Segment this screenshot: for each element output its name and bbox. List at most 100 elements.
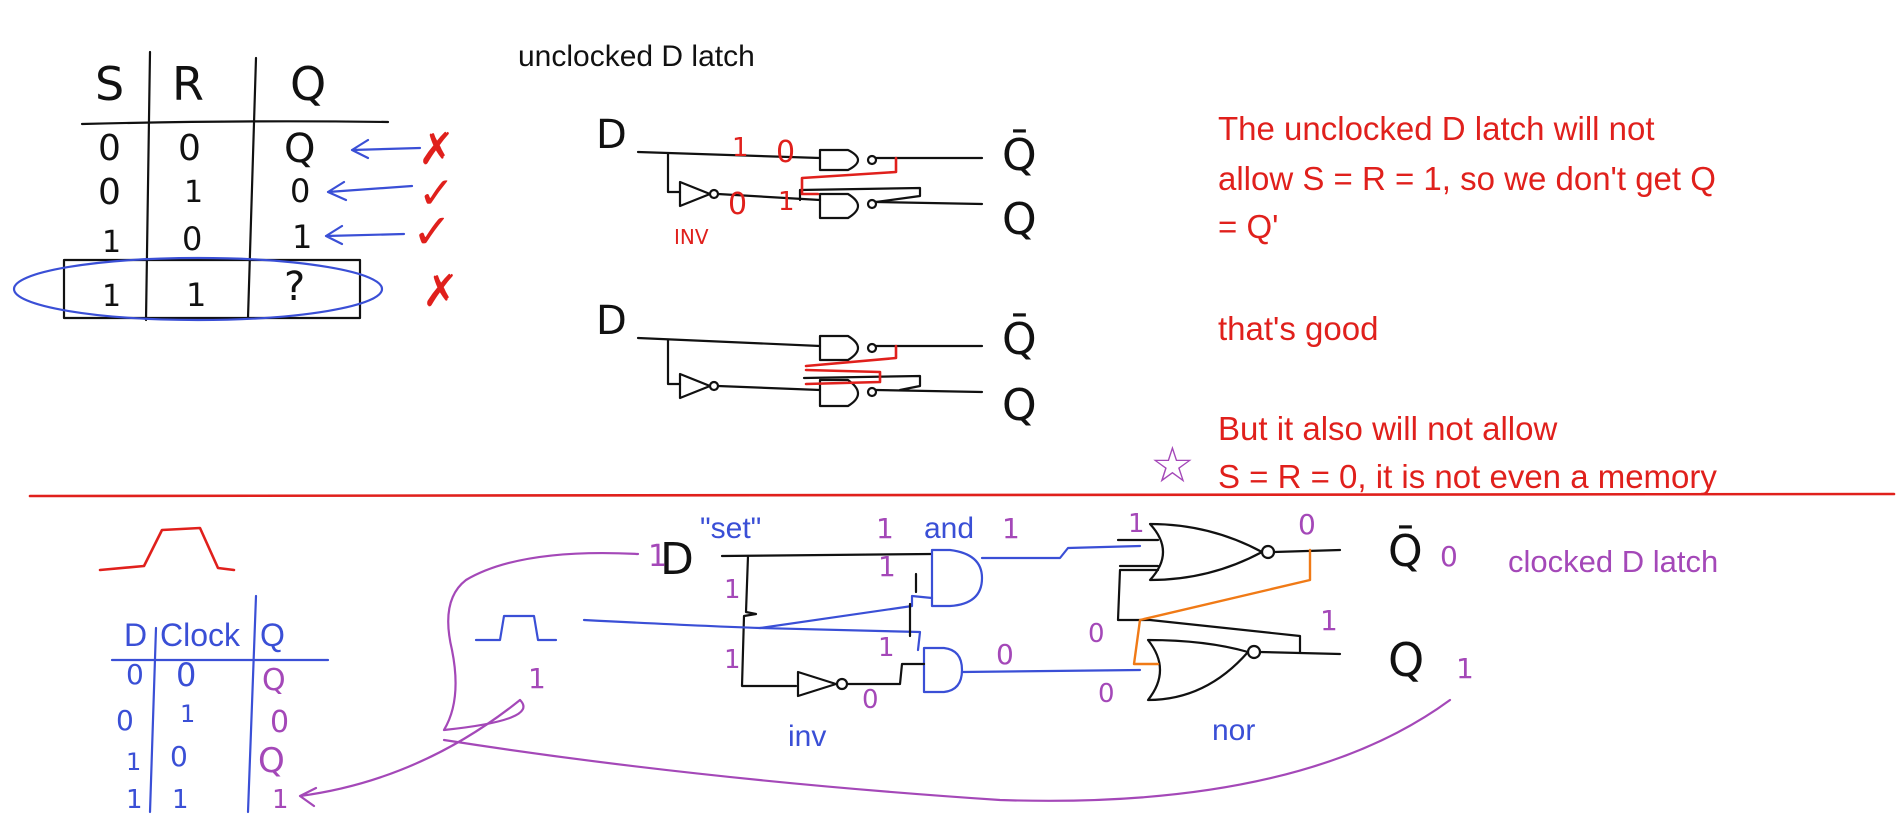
clock-row2-d: 0: [116, 704, 134, 737]
val-and-bot-out: 0: [996, 638, 1014, 671]
feedback-wire-black: [1116, 568, 1302, 654]
clocked-d-latch: clocked D latch "set" and inv nor D: [298, 508, 1718, 808]
note-para1-line3: = Q': [1218, 208, 1278, 245]
sr-row4-r: 1: [186, 276, 206, 314]
unclocked2-inverter: [678, 372, 712, 400]
section-divider: [28, 492, 1896, 498]
mark-row3: ✓: [412, 204, 452, 260]
sr-truth-table: S R Q 0 0 Q 0 1 0 1 0 1 1 1 ? ✗ ✓ ✓ ✗: [12, 50, 459, 322]
unclocked1-inv-wire: [716, 192, 822, 202]
unclocked1-feedback-red: [800, 156, 898, 196]
mark-row2: ✓: [418, 168, 455, 219]
unclocked2-d-branch: [666, 338, 682, 386]
sr-row3-q: 1: [292, 218, 312, 256]
sr-row2-q: 0: [290, 172, 310, 210]
clock-row1-d: 0: [126, 658, 144, 691]
annotation-loop-bottom: [442, 698, 1452, 802]
unclocked2-nand-top: [818, 334, 860, 362]
and-bottom-output-wire: [960, 668, 1142, 674]
clock-row3-clock: 0: [170, 740, 188, 773]
unclocked-title: unclocked D latch: [518, 40, 755, 73]
val-set-low: 1: [724, 645, 741, 675]
unclocked-circuit-2: D Q̄ Q: [596, 298, 1037, 431]
unclocked1-inverter-bubble: [708, 188, 720, 200]
clock-header-d: D: [124, 617, 147, 653]
unclocked1-nand-top-bubble: [866, 154, 878, 166]
note-para3-line2: S = R = 0, it is not even a memory: [1218, 458, 1717, 495]
sr-row4-q: ?: [284, 264, 305, 310]
annotation-loop-top: [442, 551, 640, 732]
inv-label: inv: [788, 720, 826, 753]
arrow-row1: [350, 138, 422, 160]
note-para1-line2: allow S = R = 1, so we don't get Q: [1218, 160, 1716, 197]
clock-row1-q: Q: [262, 663, 286, 698]
clock-wire: [582, 618, 922, 652]
clock-column-divider-2: [246, 594, 258, 814]
unclocked1-qbar-label: Q̄: [1002, 128, 1037, 181]
clock-row3-d: 1: [126, 748, 141, 776]
unclocked1-val-2: 0: [776, 135, 795, 170]
nor-top-inputs: [1116, 538, 1160, 568]
feedback-wire-orange: [1132, 548, 1312, 666]
sr-header-s: S: [95, 57, 124, 111]
and-gate-top: [930, 548, 984, 608]
sr-row1-s: 0: [98, 128, 121, 169]
unclocked2-q-label: Q: [1002, 380, 1037, 431]
unclocked-circuit-1: D Q̄ Q 1 0 0 1 INV: [596, 112, 1037, 249]
clock-truth-table: D Clock Q 0 0 Q 0 1 0 1 0 Q 1 1 1: [110, 594, 330, 815]
clocked-d-wire: [720, 552, 934, 558]
unclocked-d-latch: unclocked D latch D Q̄ Q 1 0 0 1 INV: [518, 40, 1037, 431]
val-and-bot-in: 1: [878, 633, 895, 663]
val-nor-bot-in-a: 0: [1088, 619, 1105, 649]
arrow-row3: [324, 224, 406, 246]
clock-header-clock: Clock: [160, 617, 241, 653]
unclocked2-nand-bottom-bubble: [866, 386, 878, 398]
clocked-d-branch: [740, 554, 798, 688]
nor-label: nor: [1212, 714, 1255, 747]
sr-header-q: Q: [290, 57, 326, 111]
val-clock-low: 1: [528, 662, 546, 695]
nor-gate-bottom: [1146, 638, 1250, 702]
unclocked2-d-wire: [636, 336, 822, 348]
clock-header-q: Q: [260, 617, 285, 653]
clocked-inverter-bubble: [835, 677, 849, 691]
clock-wire-to-and-top: [758, 594, 934, 630]
clock-row2-q: 0: [270, 705, 289, 740]
val-nor-top-out: 0: [1298, 508, 1316, 541]
and-input-stubs: [908, 572, 918, 638]
clocked-d-label: D: [660, 534, 694, 585]
clock-row3-q: Q: [258, 741, 285, 781]
val-q: 1: [1456, 652, 1474, 685]
unclocked1-val-3: 0: [728, 187, 747, 222]
val-qbar: 0: [1440, 540, 1458, 573]
sr-row1-q: Q: [284, 126, 315, 172]
unclocked1-val-4: 1: [778, 187, 795, 217]
unclocked2-inverter-bubble: [708, 380, 720, 392]
val-nor-bot-in-b: 0: [1098, 679, 1115, 709]
mark-row4: ✗: [422, 266, 459, 317]
unclocked1-q-wire: [874, 200, 984, 206]
notes: The unclocked D latch will not allow S =…: [1150, 110, 1717, 495]
forbidden-state-circle: [12, 256, 384, 322]
clocked-inverter: [796, 670, 838, 698]
sr-row1-r: 0: [178, 128, 201, 169]
sr-row2-s: 0: [98, 172, 121, 213]
val-and-top-in2: 1: [878, 550, 896, 583]
and-top-output-wire: [980, 544, 1142, 560]
clocked-qbar-label: Q̄: [1388, 524, 1423, 577]
unclocked1-d-branch: [666, 152, 682, 194]
sr-header-underline: [80, 120, 390, 126]
mark-row1: ✗: [418, 124, 455, 175]
unclocked2-q-wire: [874, 388, 984, 394]
arrow-row2: [326, 180, 414, 202]
sr-column-divider-2: [246, 56, 258, 320]
star-icon: ☆: [1150, 436, 1195, 494]
note-para1-line1: The unclocked D latch will not: [1218, 110, 1655, 147]
unclocked1-d-label: D: [596, 112, 627, 158]
clock-row1-clock: 0: [176, 656, 196, 694]
unclocked1-feedback-black: [798, 186, 922, 204]
clock-row4-clock: 1: [172, 785, 189, 815]
val-set-wire: 1: [724, 575, 741, 605]
unclocked2-inv-wire: [716, 384, 822, 392]
unclocked1-val-1: 1: [732, 133, 749, 163]
